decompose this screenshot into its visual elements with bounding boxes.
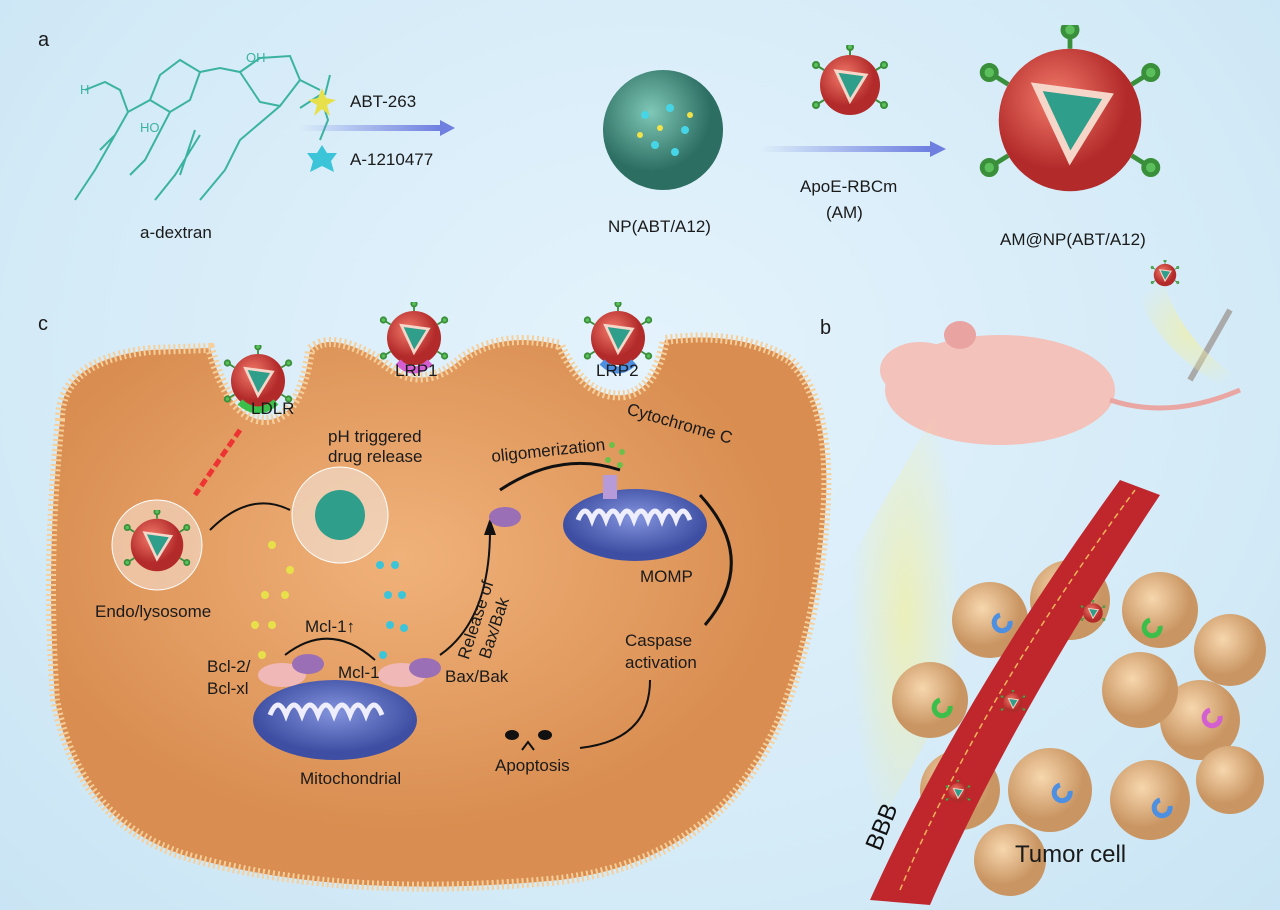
panel-label-b: b: [820, 317, 831, 339]
particle-lrp2: [583, 302, 653, 367]
cell-body: [46, 332, 832, 892]
apoptosis-face-icon: [505, 730, 552, 751]
dextran-atom-h: H: [80, 82, 89, 97]
tumor-cluster: [892, 560, 1266, 896]
bound-bax: [292, 654, 324, 674]
dextran-structure: [74, 54, 331, 201]
arrow-1: [300, 125, 440, 131]
release-arrow-head: [484, 518, 496, 535]
injection-zoom: [1130, 270, 1260, 390]
drug-1-label: ABT-263: [350, 92, 416, 111]
caspase-arrow: [698, 493, 733, 626]
tumor-cell-label: Tumor cell: [1015, 841, 1126, 868]
particle-lrp1: [379, 302, 449, 367]
pore: [603, 475, 617, 499]
abt263-star-icon: [308, 88, 336, 116]
bcl2-protein: [258, 663, 306, 687]
mitochondrion: [253, 680, 417, 760]
nanoparticle-np: [603, 70, 723, 190]
momp-cristae: [575, 508, 693, 527]
lrp2-receptor: [599, 359, 637, 374]
mitochondrial-label: Mitochondrial: [300, 769, 401, 788]
baxbak-protein: [409, 658, 441, 678]
momp-label: MOMP: [640, 567, 693, 586]
apoptosis-label: Apoptosis: [495, 756, 570, 775]
receptor-ldlr: LDLR: [251, 399, 294, 418]
mcl1-up-label: Mcl-1↑: [305, 617, 355, 636]
released-abt263: [251, 541, 294, 659]
mcl1-label: Mcl-1: [338, 663, 380, 682]
oligomerization-arrow: [499, 461, 621, 492]
bcl2-label-1: Bcl-2/: [207, 657, 251, 676]
ldlr-receptor: [237, 399, 279, 414]
np-label: NP(ABT/A12): [608, 217, 711, 236]
arrow-2: [760, 146, 930, 152]
arrow-1-head: [440, 120, 455, 136]
mcl1-arrow: [284, 637, 376, 661]
dextran-atom-oh: OH: [246, 50, 266, 65]
transport-arrow: [209, 502, 291, 531]
brain-zoom: [850, 370, 960, 860]
bbb-line: [899, 489, 1136, 891]
tumor-receptors: [931, 612, 1223, 819]
dextran-atom-ho: HO: [140, 120, 160, 135]
momp-mitochondrion: [563, 489, 707, 561]
release-arrow: [439, 529, 491, 656]
np-drug-payload: [641, 104, 689, 156]
apoe-rbcm-vesicle: [811, 45, 889, 117]
receptor-lrp2: LRP2: [596, 361, 639, 380]
ph-release-label-1: pH triggered: [328, 427, 422, 446]
drug-2-label: A-1210477: [350, 150, 433, 169]
bcl2-label-2: Bcl-xl: [207, 679, 249, 698]
arrow-2-head: [930, 141, 946, 157]
panel-label-a: a: [38, 29, 50, 51]
coating-label-1: ApoE-RBCm: [800, 177, 897, 196]
a1210477-star-icon: [307, 145, 337, 172]
caspase-label-2: activation: [625, 653, 697, 672]
cytochrome-c-molecules: [605, 442, 625, 468]
mito-cristae: [267, 702, 385, 722]
coating-label-2: (AM): [826, 203, 863, 222]
mouse-ear: [944, 321, 976, 349]
caspase-label-1: Caspase: [625, 631, 692, 650]
am-np-particle: [982, 23, 1158, 192]
lrp1-receptor: [395, 359, 433, 374]
ph-release-label-2: drug release: [328, 447, 423, 466]
apoptosis-arrow: [579, 679, 651, 749]
mouse-tail: [1109, 387, 1241, 411]
endolysosome-label: Endo/lysosome: [95, 602, 211, 621]
endocytosis-arrow: [192, 428, 243, 497]
free-bax: [489, 507, 521, 527]
mouse-head: [880, 342, 960, 398]
panel-label-c: c: [38, 313, 48, 335]
a-dextran-label: a-dextran: [140, 223, 212, 242]
baxbak-label: Bax/Bak: [445, 667, 509, 686]
released-a1210477: [376, 561, 408, 659]
am-np-label: AM@NP(ABT/A12): [1000, 230, 1146, 249]
receptor-lrp1: LRP1: [395, 361, 438, 380]
released-core: [315, 490, 365, 540]
